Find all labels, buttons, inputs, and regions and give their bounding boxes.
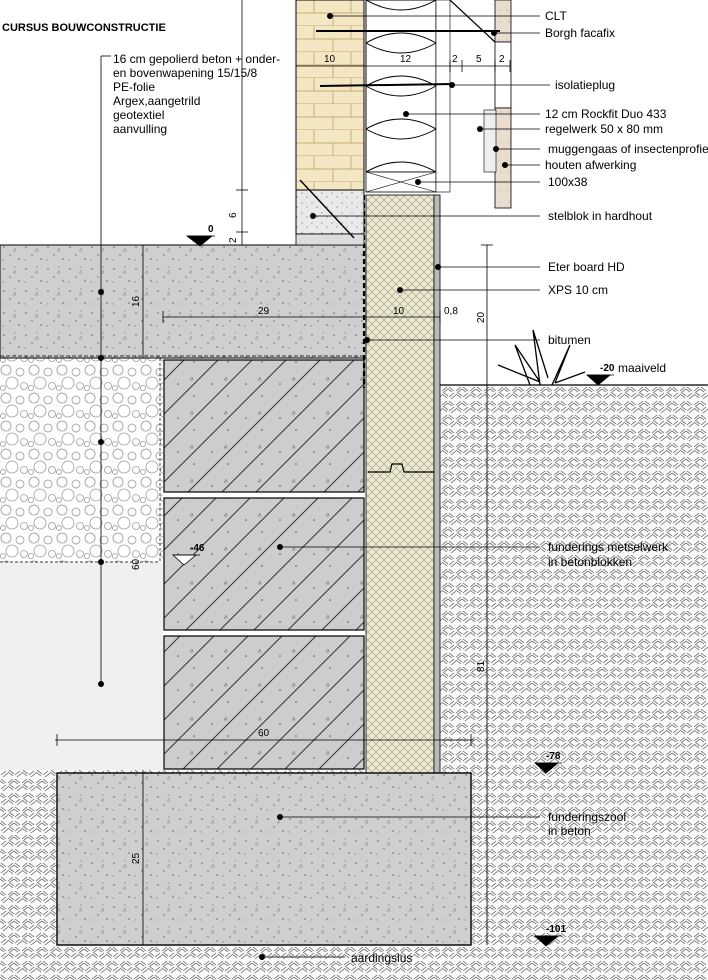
- cladding-finish: [494, 107, 512, 209]
- xps-insulation: [365, 194, 435, 774]
- level-46: -46: [190, 543, 205, 554]
- foundation-footing: [56, 772, 472, 946]
- masonry-block-3: [163, 635, 365, 770]
- label-eter: Eter board HD: [548, 260, 625, 274]
- leader-dots: [98, 13, 508, 960]
- leader-lines: [262, 15, 550, 958]
- label-regelwerk: regelwerk 50 x 80 mm: [545, 122, 663, 136]
- insulation-plug: [319, 83, 453, 87]
- soil-exterior: [440, 385, 708, 775]
- dim-10b: 10: [393, 306, 405, 317]
- masonry-block-1: [163, 359, 365, 493]
- dimension-lines: [55, 0, 511, 945]
- floor-slab: [0, 244, 367, 359]
- floor-label-6: aanvulling: [113, 122, 167, 136]
- label-borgh: Borgh facafix: [545, 26, 615, 40]
- batten-gap: [494, 41, 512, 109]
- backfill: [0, 562, 163, 770]
- dim-60h: 60: [258, 728, 270, 739]
- label-stelblok: stelblok in hardhout: [548, 209, 653, 223]
- label-mug: muggengaas of insectenprofiel: [548, 142, 708, 156]
- membrane-gap: [435, 0, 451, 193]
- level-101: -101: [546, 924, 566, 935]
- dim-60v: 60: [131, 558, 142, 570]
- label-zool-2: in beton: [548, 824, 591, 838]
- profile-clip: [368, 463, 434, 473]
- label-metsel-1: funderings metselwerk: [548, 540, 669, 554]
- label-houten: houten afwerking: [545, 158, 636, 172]
- dim-2a: 2: [452, 54, 458, 65]
- dim-2b: 2: [499, 54, 505, 65]
- dim-25: 25: [131, 852, 142, 864]
- label-zool-1: funderingszool: [548, 810, 626, 824]
- label-xps: XPS 10 cm: [548, 283, 608, 297]
- dim-12: 12: [400, 54, 412, 65]
- rockwool-pattern: [365, 0, 437, 173]
- drawing-title: CURSUS BOUWCONSTRUCTIE: [2, 22, 166, 34]
- fixing-screw: [449, 0, 496, 43]
- floor-label-1: 16 cm gepolierd beton + onder-: [113, 52, 280, 66]
- floor-label-2: en bovenwapening 15/15/8: [113, 66, 257, 80]
- dim-20: 20: [476, 311, 487, 323]
- dim-81: 81: [476, 660, 487, 672]
- dim-10: 10: [324, 54, 336, 65]
- bracket: [299, 179, 355, 239]
- dim-5: 5: [476, 54, 482, 65]
- argex-layer: [0, 358, 163, 562]
- dim-29: 29: [258, 306, 270, 317]
- label-aarding: aardingslus: [351, 951, 412, 965]
- label-lat: 100x38: [548, 175, 588, 189]
- label-maaiveld: maaiveld: [618, 361, 666, 375]
- floor-label-4: Argex,aangetrild: [113, 94, 200, 108]
- dim-2c: 2: [228, 237, 239, 243]
- label-clt: CLT: [545, 9, 567, 23]
- label-bitumen: bitumen: [548, 333, 591, 347]
- clt-wall: [295, 0, 365, 191]
- level-0: 0: [208, 224, 214, 235]
- lath-cross: [365, 171, 437, 193]
- level-78: -78: [546, 751, 561, 762]
- level-markers: [171, 235, 614, 947]
- dim-08: 0,8: [444, 306, 458, 317]
- label-rockfit: 12 cm Rockfit Duo 433: [545, 107, 667, 121]
- grass-icon: [497, 329, 586, 386]
- label-metsel-2: in betonblokken: [548, 555, 632, 569]
- floor-label-3: PE-folie: [113, 80, 155, 94]
- level-20: -20: [600, 363, 615, 374]
- masonry-block-2: [163, 497, 365, 631]
- floor-label-5: geotextiel: [113, 108, 164, 122]
- sill-strip: [295, 233, 365, 246]
- cladding-top: [494, 0, 512, 43]
- dim-6: 6: [228, 212, 239, 218]
- label-plug: isolatieplug: [555, 78, 615, 92]
- dim-16: 16: [131, 295, 142, 307]
- batten-50x80: [483, 109, 497, 173]
- eter-board: [433, 194, 441, 774]
